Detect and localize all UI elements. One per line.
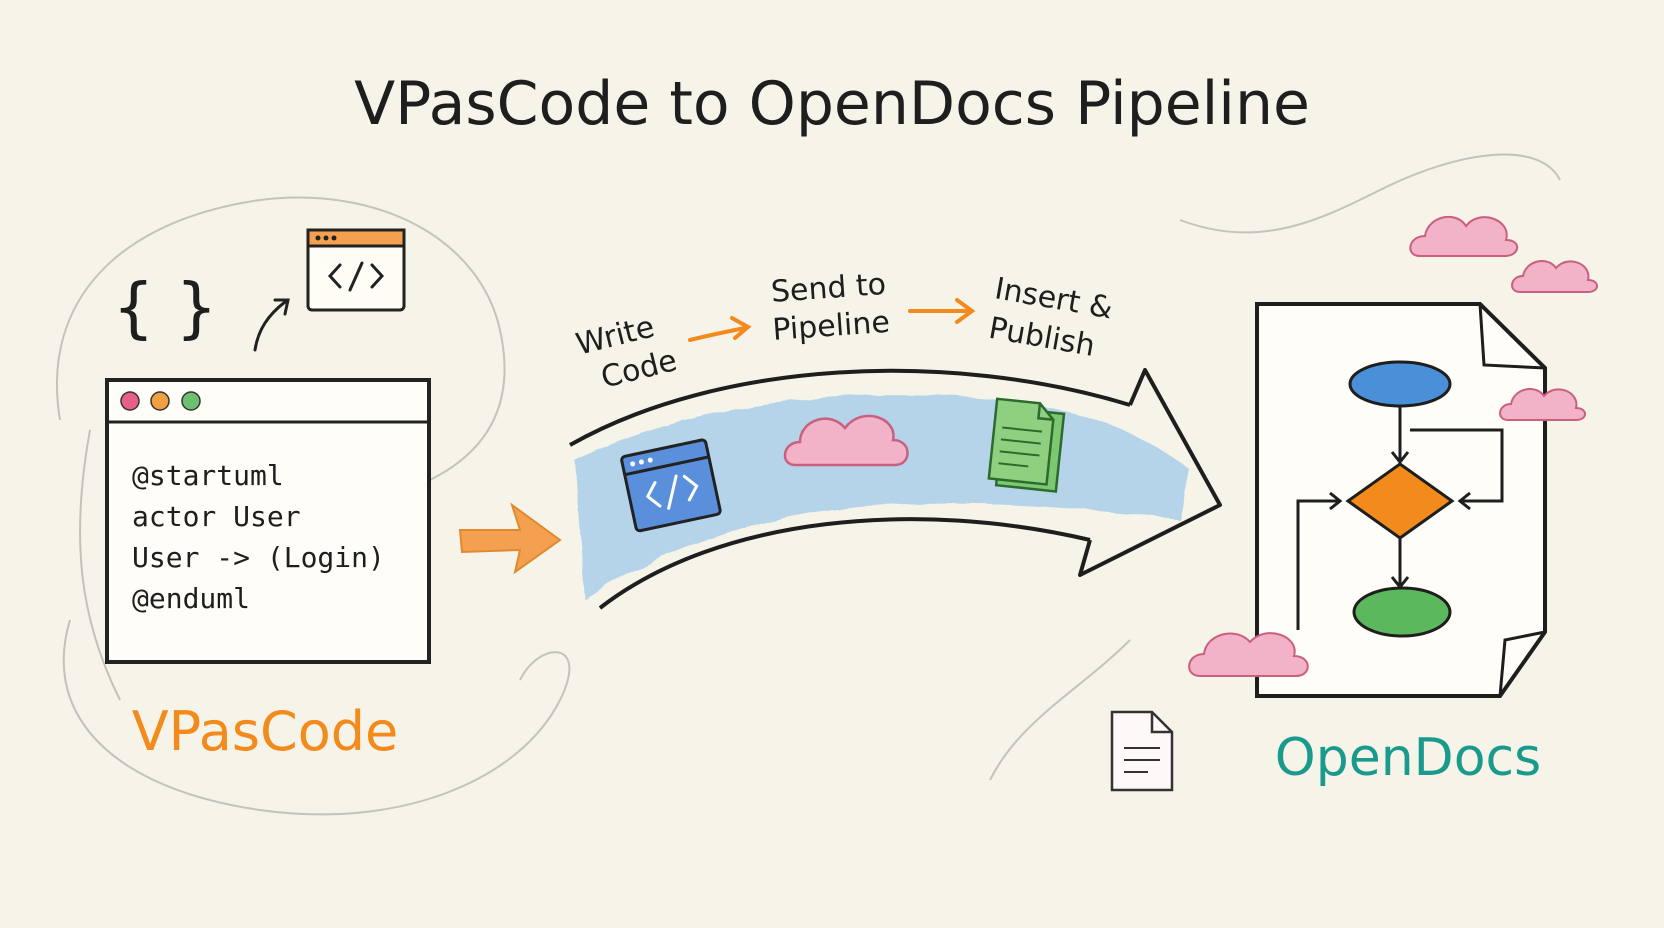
window-dot-green — [181, 391, 201, 411]
flowchart — [1296, 360, 1504, 638]
cloud-icon — [783, 414, 909, 467]
code-window-icon — [620, 438, 722, 533]
code-line: @startuml — [132, 459, 284, 492]
step-insert-publish: Insert & Publish — [986, 271, 1115, 364]
step-arrow-icon — [688, 316, 752, 342]
cloud-icon — [1511, 260, 1598, 293]
decorative-clouds — [1188, 216, 1598, 677]
code-line: @enduml — [132, 582, 250, 615]
vpascode-label: VPasCode — [132, 700, 399, 763]
braces-icon: { } — [113, 269, 218, 346]
svg-text:Send to: Send to — [770, 267, 887, 310]
window-dot-pink — [120, 391, 140, 411]
small-arrow-icon — [253, 298, 290, 352]
cloud-icon — [1188, 632, 1309, 677]
svg-text:Pipeline: Pipeline — [771, 305, 891, 348]
background-swirls — [55, 153, 1561, 816]
diagram-title: VPasCode to OpenDocs Pipeline — [354, 69, 1310, 139]
pipeline-arrow — [569, 368, 1222, 610]
step-write-code: Write Code — [573, 310, 681, 396]
step-arrow-icon — [908, 298, 976, 324]
document-icon — [1110, 710, 1174, 792]
cloud-icon — [1499, 388, 1586, 421]
code-line: User -> (Login) — [132, 541, 385, 574]
orange-arrow-icon — [458, 502, 562, 575]
code-line: actor User — [132, 500, 301, 533]
step-send-to-pipeline: Send to Pipeline — [770, 267, 891, 348]
window-dot-orange — [150, 391, 170, 411]
code-window-icon — [306, 228, 406, 312]
documents-icon — [987, 397, 1066, 493]
code-editor-window: @startuml actor User User -> (Login) @en… — [105, 378, 431, 664]
flowchart-end-node — [1352, 586, 1452, 638]
opendocs-label: OpenDocs — [1275, 728, 1541, 788]
cloud-icon — [1409, 216, 1519, 257]
flowchart-start-node — [1348, 360, 1452, 408]
